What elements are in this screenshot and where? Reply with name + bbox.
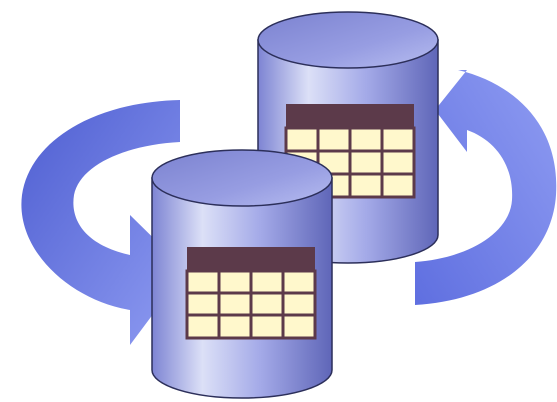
sync-arrow-right-icon [415, 70, 557, 305]
table-grid-front-icon [185, 247, 317, 340]
sync-arrow-left-icon [21, 100, 187, 345]
